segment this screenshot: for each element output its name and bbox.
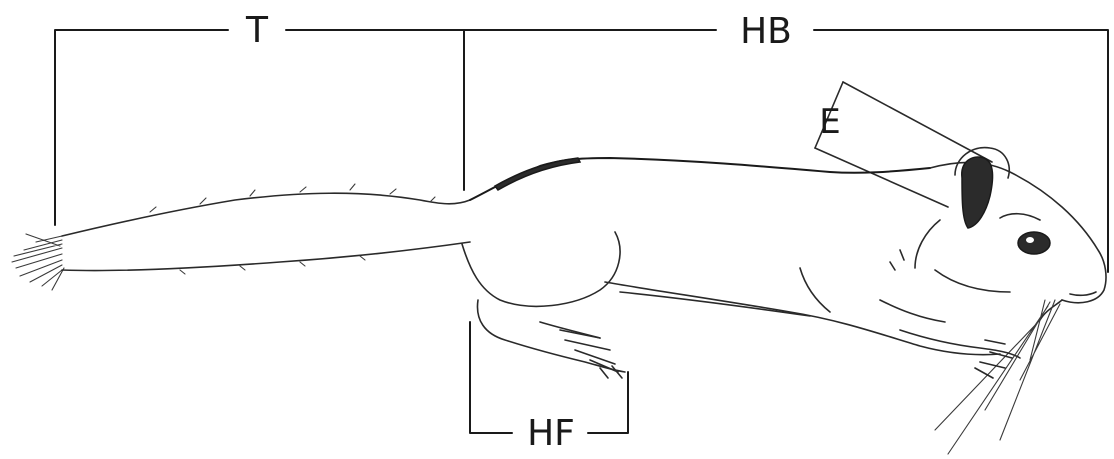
back-outline [470,158,930,200]
body-detail [620,268,945,322]
head-body-label: HB [740,11,792,52]
eye-highlight [1026,237,1034,243]
haunch-outline [462,232,620,306]
head-body-bracket [464,30,1108,272]
tail-label: T [245,10,269,51]
back-accent [495,158,580,190]
face-detail [890,214,1040,292]
tail-bracket [55,30,464,225]
whiskers [935,300,1060,454]
tail-outline [62,193,470,270]
hind-foot-toes [560,330,622,378]
tail-tuft [12,234,64,290]
hind-leg [477,300,625,372]
belly-outline [605,282,1000,355]
eye [1018,232,1050,254]
ear-inner [962,157,993,228]
squirrel-illustration [12,148,1106,454]
hind-foot-label: HF [527,413,575,454]
ear-label: E [819,102,840,142]
